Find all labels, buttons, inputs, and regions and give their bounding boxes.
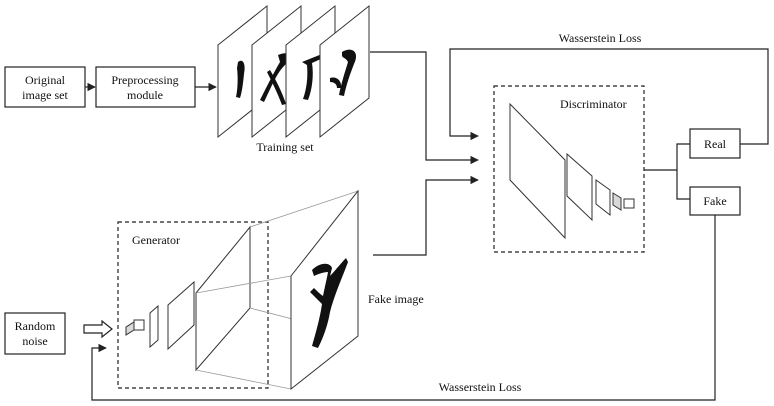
random-noise-label-line1: Random bbox=[15, 319, 56, 333]
edge-fake-to-discriminator bbox=[373, 175, 479, 256]
edge-training-to-discriminator bbox=[370, 51, 479, 165]
edge-loss-top bbox=[449, 48, 769, 145]
preprocessing-label-line2: module bbox=[127, 88, 163, 102]
random-noise-label-line2: noise bbox=[22, 334, 47, 348]
random-noise-node: Random noise bbox=[4, 312, 66, 355]
fake-image bbox=[290, 189, 359, 391]
generator-label: Generator bbox=[132, 233, 180, 247]
loss-bottom-label: Wasserstein Loss bbox=[439, 380, 522, 394]
original-image-set-label-line1: Original bbox=[25, 73, 66, 87]
original-image-set-label-line2: image set bbox=[22, 88, 68, 102]
real-label: Real bbox=[704, 137, 727, 151]
edge-loss-bottom bbox=[91, 215, 716, 401]
training-set-images bbox=[217, 4, 370, 139]
original-image-set-node: Original image set bbox=[4, 66, 86, 108]
generator-layers bbox=[125, 225, 251, 372]
fake-label: Fake bbox=[703, 194, 726, 208]
discriminator-node: Discriminator bbox=[493, 85, 645, 253]
edge-to-real bbox=[676, 143, 690, 170]
fake-image-label: Fake image bbox=[368, 292, 424, 306]
fake-node: Fake bbox=[689, 186, 741, 216]
edge-to-fake bbox=[676, 170, 690, 200]
training-set-label: Training set bbox=[256, 140, 314, 154]
real-node: Real bbox=[689, 128, 741, 159]
edge-noise-to-generator bbox=[83, 319, 113, 339]
preprocessing-label-line1: Preprocessing bbox=[111, 73, 178, 87]
preprocessing-module-node: Preprocessing module bbox=[95, 66, 196, 108]
discriminator-layers bbox=[509, 102, 635, 240]
generator-node: Generator bbox=[117, 221, 269, 389]
loss-top-label: Wasserstein Loss bbox=[559, 31, 642, 45]
discriminator-label: Discriminator bbox=[560, 97, 627, 111]
training-card-4 bbox=[319, 4, 370, 139]
